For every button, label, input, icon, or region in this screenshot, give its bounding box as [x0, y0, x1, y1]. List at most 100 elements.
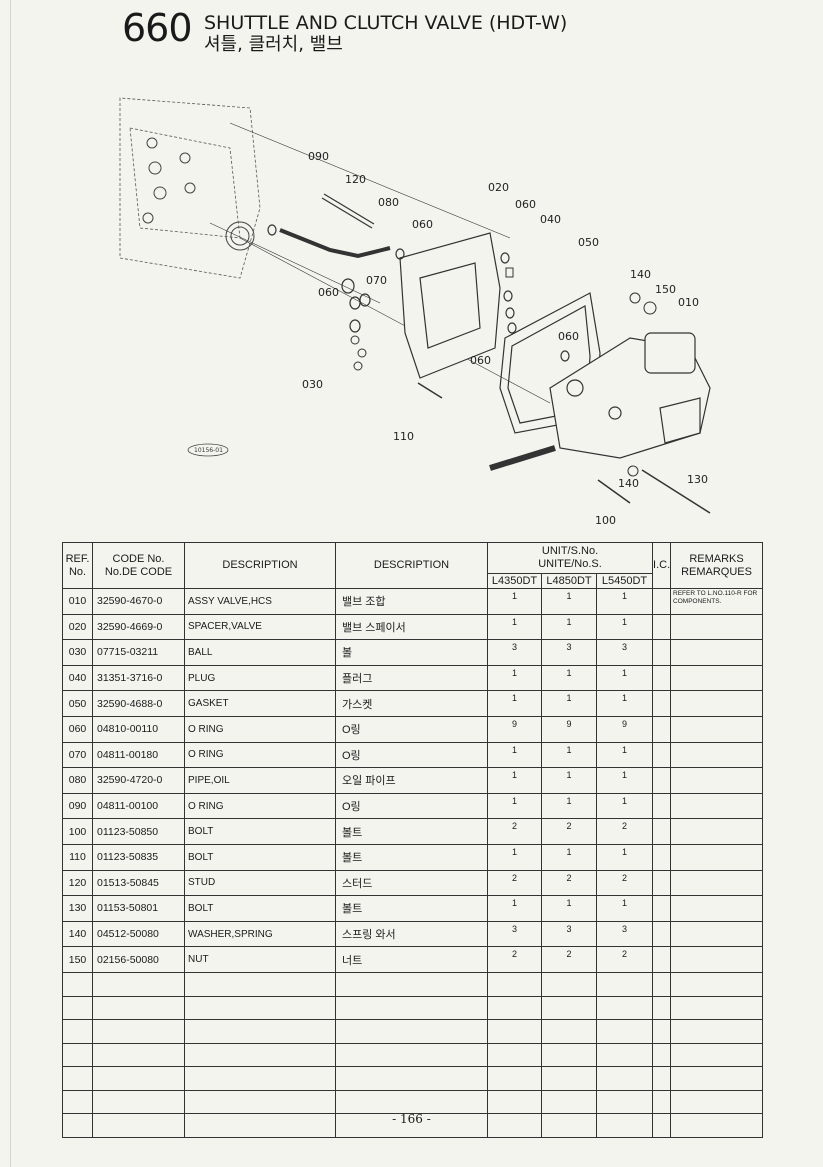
cell-desc: PLUG	[184, 664, 336, 692]
cell-desc: ASSY VALVE,HCS	[184, 588, 336, 615]
callout-010: 010	[678, 296, 699, 309]
section-title-korean: 셔틀, 클러치, 밸브	[204, 34, 343, 55]
cell-q1: 1	[487, 664, 542, 692]
cell-ko: 가스켓	[335, 690, 488, 717]
cell-q3: 1	[595, 792, 654, 820]
cell-ic	[652, 588, 672, 615]
callout-120: 120	[345, 173, 366, 186]
cell-q3: 2	[595, 818, 654, 845]
cell-q3: 1	[595, 843, 654, 871]
col-model-1: L4350DT	[487, 573, 542, 589]
leader-lines	[209, 122, 551, 404]
cell-ic	[652, 715, 672, 743]
cell-remarks	[670, 869, 764, 897]
cell-q2: 2	[541, 818, 597, 845]
page-header: 660 SHUTTLE AND CLUTCH VALVE (HDT-W) 셔틀,…	[122, 4, 682, 56]
cell-q1: 2	[487, 946, 542, 973]
cell-ic	[652, 920, 672, 948]
svg-text:10156-01: 10156-01	[194, 447, 223, 454]
cell-remarks	[670, 946, 764, 973]
cell-q2: 1	[541, 613, 597, 641]
cell-remarks	[670, 843, 764, 871]
cell-desc: BOLT	[184, 818, 336, 845]
table-row-empty	[62, 1066, 764, 1091]
washers-nut	[627, 292, 657, 477]
cell-code: 01513-50845	[92, 869, 185, 897]
cell-desc: O RING	[184, 741, 336, 769]
cell-q2: 1	[541, 843, 597, 871]
cell-desc: BOLT	[184, 895, 336, 922]
col-code: CODE No.No.DE CODE	[92, 542, 185, 589]
cell-ref: 130	[62, 895, 93, 922]
cell-ko: 밸브 조합	[335, 588, 488, 615]
cell-q2: 1	[541, 895, 597, 922]
cell-code: 04512-50080	[92, 920, 185, 948]
callout-140: 140	[630, 268, 651, 281]
cell-ko: 볼	[335, 639, 488, 666]
cell-q2: 1	[541, 690, 597, 717]
cell-remarks	[670, 715, 764, 743]
cell-ic	[652, 818, 672, 845]
callout-110: 110	[393, 430, 414, 443]
page-number: - 166 -	[392, 1112, 431, 1126]
callout-140: 140	[618, 477, 639, 490]
cell-ko: 볼트	[335, 818, 488, 845]
cell-q2: 3	[541, 639, 597, 666]
cell-ref: 060	[62, 715, 93, 743]
cell-ref: 040	[62, 664, 93, 692]
cell-q3: 1	[595, 664, 654, 692]
o-rings	[267, 224, 570, 362]
cell-code: 07715-03211	[92, 639, 185, 666]
callout-020: 020	[488, 181, 509, 194]
cell-remarks	[670, 664, 764, 692]
callout-labels: 090 120 080 060 020 060 040 050 070 060 …	[302, 150, 708, 527]
cell-ko: 볼트	[335, 843, 488, 871]
cell-ref: 120	[62, 869, 93, 897]
cell-q1: 9	[487, 715, 542, 743]
cell-q1: 1	[487, 895, 542, 922]
cell-code: 32590-4669-0	[92, 613, 185, 641]
cell-q1: 2	[487, 818, 542, 845]
cell-q1: 1	[487, 588, 542, 615]
cell-desc: STUD	[184, 869, 336, 897]
cell-remarks	[670, 792, 764, 820]
cell-ref: 090	[62, 792, 93, 820]
cell-code: 01123-50850	[92, 818, 185, 845]
cell-desc: NUT	[184, 946, 336, 973]
table-row-empty	[62, 1089, 764, 1115]
cell-desc: SPACER,VALVE	[184, 613, 336, 641]
cell-q3: 1	[595, 588, 654, 615]
figure-ref-stamp: 10156-01	[187, 443, 229, 457]
cell-remarks	[670, 639, 764, 666]
cell-code: 04810-00110	[92, 715, 185, 743]
cell-q2: 2	[541, 869, 597, 897]
callout-060: 060	[412, 218, 433, 231]
cell-remarks	[670, 767, 764, 794]
page-edge-line	[10, 0, 11, 1167]
cell-ko: 스터드	[335, 869, 488, 897]
plug	[505, 267, 514, 278]
cell-ic	[652, 639, 672, 666]
cell-ref: 020	[62, 613, 93, 641]
cell-ic	[652, 946, 672, 973]
section-title-english: SHUTTLE AND CLUTCH VALVE (HDT-W)	[204, 12, 568, 34]
cell-q3: 1	[595, 690, 654, 717]
cell-remarks	[670, 741, 764, 769]
cell-desc: GASKET	[184, 690, 336, 717]
cell-ref: 140	[62, 920, 93, 948]
bolts	[417, 382, 711, 514]
col-model-3: L5450DT	[595, 573, 654, 589]
cell-q3: 3	[595, 920, 654, 948]
callout-060: 060	[318, 286, 339, 299]
